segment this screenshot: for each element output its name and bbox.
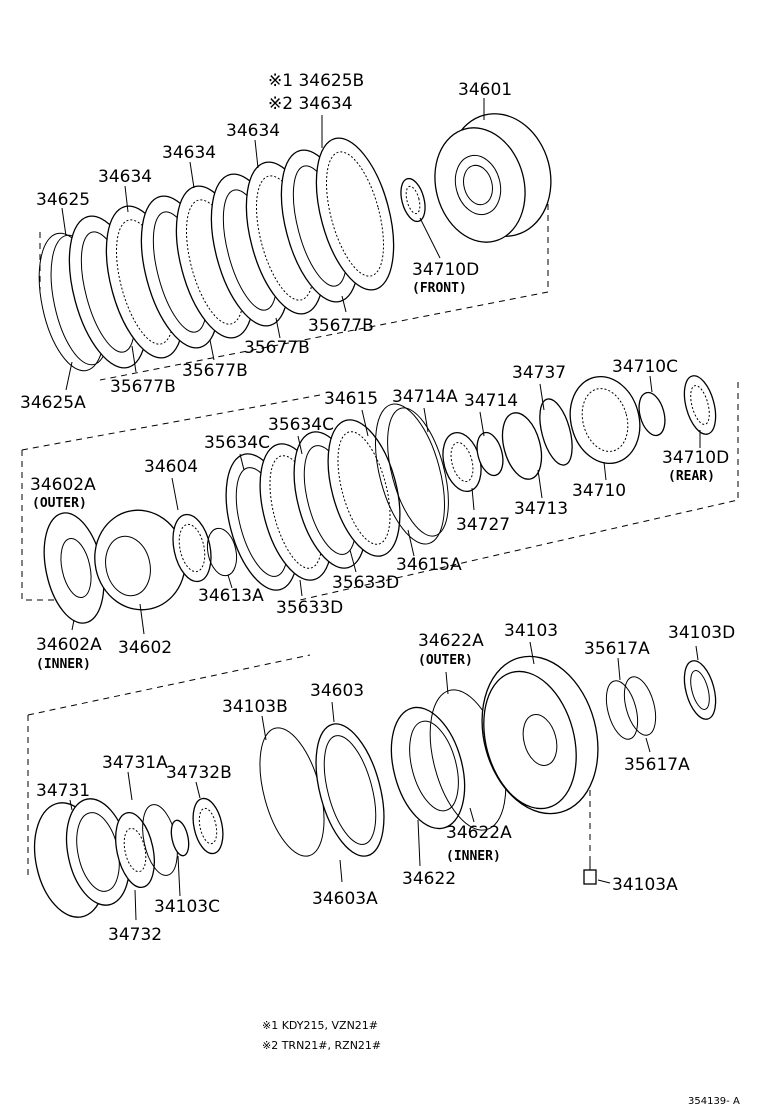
- label-34615A: 34615A: [396, 555, 462, 575]
- label-inner-1: (INNER): [36, 657, 91, 672]
- model-notes: ※1 KDY215, VZN21# ※2 TRN21#, RZN21#: [262, 1019, 381, 1052]
- diagram-reference-code: 354139- A: [688, 1096, 740, 1107]
- label-34622: 34622: [402, 869, 456, 889]
- label-34602A-outer: 34602A: [30, 475, 96, 495]
- note-1: ※1 KDY215, VZN21#: [262, 1019, 378, 1032]
- label-34103D: 34103D: [668, 623, 735, 643]
- label-outer-2: (OUTER): [418, 653, 473, 668]
- label-34731: 34731: [36, 781, 90, 801]
- label-35633D-b: 35633D: [332, 573, 399, 593]
- label-34622A-outer: 34622A: [418, 631, 484, 651]
- label-34615: 34615: [324, 389, 378, 409]
- label-35677B-c: 35677B: [244, 338, 310, 358]
- label-34625B: ※1 34625B: [268, 71, 364, 91]
- label-34103: 34103: [504, 621, 558, 641]
- label-outer-1: (OUTER): [32, 496, 87, 511]
- label-34634-note2: ※2 34634: [268, 94, 353, 114]
- label-34634-b: 34634: [162, 143, 216, 163]
- label-34732: 34732: [108, 925, 162, 945]
- label-34103A: 34103A: [612, 875, 678, 895]
- label-34732B: 34732B: [166, 763, 232, 783]
- label-34634-a: 34634: [98, 167, 152, 187]
- label-34727: 34727: [456, 515, 510, 535]
- label-34603A: 34603A: [312, 889, 378, 909]
- label-34713: 34713: [514, 499, 568, 519]
- label-rear: (REAR): [668, 469, 715, 484]
- label-34714: 34714: [464, 391, 518, 411]
- clutch-pack-top: [38, 98, 552, 391]
- label-34625A: 34625A: [20, 393, 86, 413]
- label-34601: 34601: [458, 80, 512, 100]
- label-35634C-a: 35634C: [204, 433, 270, 453]
- label-34103B: 34103B: [222, 697, 288, 717]
- label-35633D-a: 35633D: [276, 598, 343, 618]
- label-34634-c: 34634: [226, 121, 280, 141]
- label-34737: 34737: [512, 363, 566, 383]
- label-34710D-rear: 34710D: [662, 448, 729, 468]
- label-35677B-d: 35677B: [308, 316, 374, 336]
- part-labels: ※1 34625B ※2 34634 34601 34634 34634 346…: [20, 71, 735, 945]
- label-35617A-b: 35617A: [624, 755, 690, 775]
- clutch-pack-middle: [21, 375, 739, 635]
- label-34710: 34710: [572, 481, 626, 501]
- label-34604: 34604: [144, 457, 198, 477]
- label-34714A: 34714A: [392, 387, 458, 407]
- label-34602: 34602: [118, 638, 172, 658]
- label-34613A: 34613A: [198, 586, 264, 606]
- label-34731A: 34731A: [102, 753, 168, 773]
- label-34710C: 34710C: [612, 357, 678, 377]
- label-inner-2: (INNER): [446, 849, 501, 864]
- label-35677B-b: 35677B: [182, 361, 248, 381]
- brake-drum-assembly: [27, 641, 717, 921]
- label-34103C: 34103C: [154, 897, 220, 917]
- label-35634C-b: 35634C: [268, 415, 334, 435]
- label-34710D-front: 34710D: [412, 260, 479, 280]
- label-34625: 34625: [36, 190, 90, 210]
- label-front: (FRONT): [412, 281, 467, 296]
- label-34622A-inner: 34622A: [446, 823, 512, 843]
- label-35677B-a: 35677B: [110, 377, 176, 397]
- note-2: ※2 TRN21#, RZN21#: [262, 1039, 381, 1052]
- label-34602A-inner: 34602A: [36, 635, 102, 655]
- label-34603: 34603: [310, 681, 364, 701]
- label-35617A-a: 35617A: [584, 639, 650, 659]
